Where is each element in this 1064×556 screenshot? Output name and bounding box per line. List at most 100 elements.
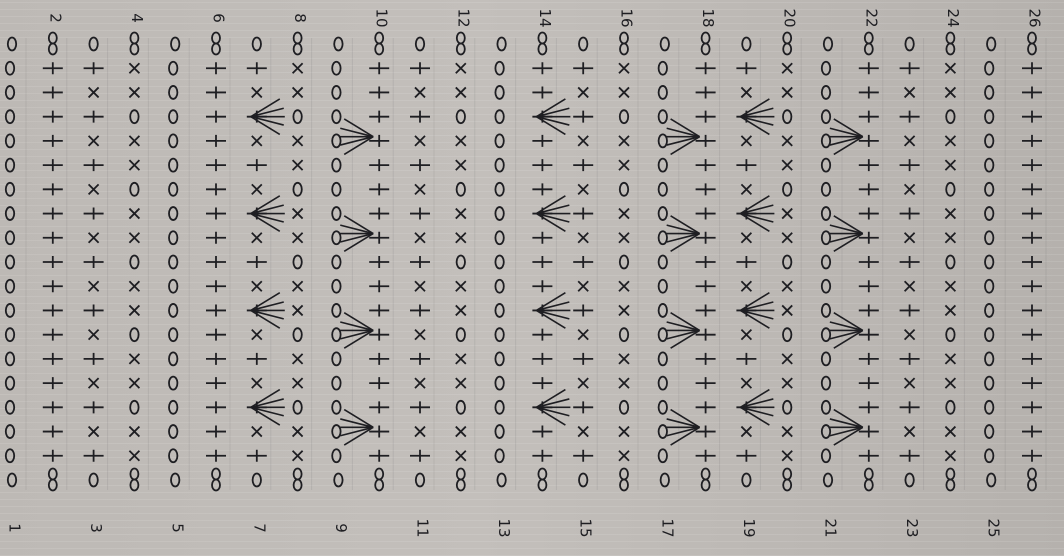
turning-chain-symbol [946,44,954,55]
double-crochet-symbol [369,304,389,316]
single-crochet-symbol [619,305,629,315]
double-crochet-symbol [1022,183,1042,195]
chain-stitch-symbol [171,38,179,51]
turning-chain-symbol [375,33,383,44]
double-crochet-symbol [573,208,593,220]
double-crochet-symbol [736,256,756,268]
single-crochet-symbol [293,87,303,97]
chain-stitch-symbol [659,401,667,414]
chain-stitch-symbol [293,328,301,341]
fan-stitch-line [740,117,769,135]
double-crochet-symbol [410,353,430,365]
chain-stitch-symbol [495,110,503,123]
double-crochet-symbol [532,426,552,438]
single-crochet-symbol [619,136,629,146]
double-crochet-symbol [696,159,716,171]
fan-stitch-line [344,137,373,155]
double-crochet-symbol [369,159,389,171]
double-crochet-symbol [84,111,104,123]
chain-stitch-symbol [822,62,830,75]
single-crochet-symbol [741,136,751,146]
chain-stitch-symbol [987,474,995,487]
single-crochet-symbol [456,378,466,388]
single-crochet-symbol [293,233,303,243]
turning-chain-symbol [294,33,302,44]
single-crochet-symbol [578,378,588,388]
turning-chain-symbol [620,44,628,55]
single-crochet-symbol [619,354,629,364]
row-number-label: 9 [332,523,350,533]
double-crochet-symbol [1022,135,1042,147]
chain-stitch-symbol [822,377,830,390]
fan-stitch-line [536,407,565,425]
double-crochet-symbol [696,111,716,123]
fan-stitch-line [536,310,565,328]
fan-stitch-line [340,419,373,427]
double-crochet-symbol [859,280,879,292]
single-crochet-symbol [782,451,792,461]
single-crochet-symbol [252,330,262,340]
chain-stitch-symbol [332,256,340,269]
single-crochet-symbol [782,281,792,291]
fan-stitch-line [251,214,280,232]
fan-stitch-line [830,419,863,427]
fan-stitch-line [740,310,769,328]
double-crochet-symbol [43,256,63,268]
row-number-label: 5 [169,523,187,533]
chain-stitch-symbol [6,86,14,99]
chain-stitch-symbol [497,474,505,487]
fan-stitch-line [740,108,773,116]
double-crochet-symbol [859,377,879,389]
fan-stitch-line [740,214,769,232]
turning-chain-symbol [130,469,138,480]
chain-stitch-symbol [332,449,340,462]
chain-stitch-symbol [659,159,667,172]
chain-stitch-symbol [985,256,993,269]
single-crochet-symbol [252,427,262,437]
turning-chain-symbol [620,480,628,491]
chain-stitch-symbol [171,474,179,487]
chain-stitch-symbol [130,328,138,341]
chain-stitch-symbol [495,377,503,390]
row-number-label: 24 [944,8,962,27]
single-crochet-symbol [741,233,751,243]
chain-stitch-symbol [8,474,16,487]
chain-stitch-symbol [332,183,340,196]
single-crochet-symbol [782,427,792,437]
single-crochet-symbol [415,427,425,437]
single-crochet-symbol [252,184,262,194]
double-crochet-symbol [696,62,716,74]
fan-stitch-line [536,117,565,135]
single-crochet-symbol [456,427,466,437]
row-number-label: 2 [46,13,64,23]
single-crochet-symbol [456,354,466,364]
double-crochet-symbol [1022,86,1042,98]
fan-stitch-line [667,330,700,338]
row-number-label: 23 [903,518,921,537]
chain-stitch-symbol [334,474,342,487]
single-crochet-symbol [129,136,139,146]
single-crochet-symbol [252,233,262,243]
chain-stitch-symbol [659,62,667,75]
single-crochet-symbol [741,281,751,291]
double-crochet-symbol [573,256,593,268]
fan-stitch-line [344,234,373,252]
single-crochet-symbol [619,378,629,388]
single-crochet-symbol [293,354,303,364]
single-crochet-symbol [456,209,466,219]
double-crochet-symbol [736,450,756,462]
turning-chain-symbol [1028,44,1036,55]
chain-stitch-symbol [620,183,628,196]
double-crochet-symbol [859,62,879,74]
turning-chain-symbol [457,469,465,480]
double-crochet-symbol [696,377,716,389]
chain-stitch-symbol [783,183,791,196]
double-crochet-symbol [696,304,716,316]
chain-stitch-symbol [659,449,667,462]
chain-stitch-symbol [985,86,993,99]
turning-chain-symbol [294,480,302,491]
chain-stitch-symbol [985,328,993,341]
chain-stitch-symbol [169,110,177,123]
chain-stitch-symbol [169,328,177,341]
